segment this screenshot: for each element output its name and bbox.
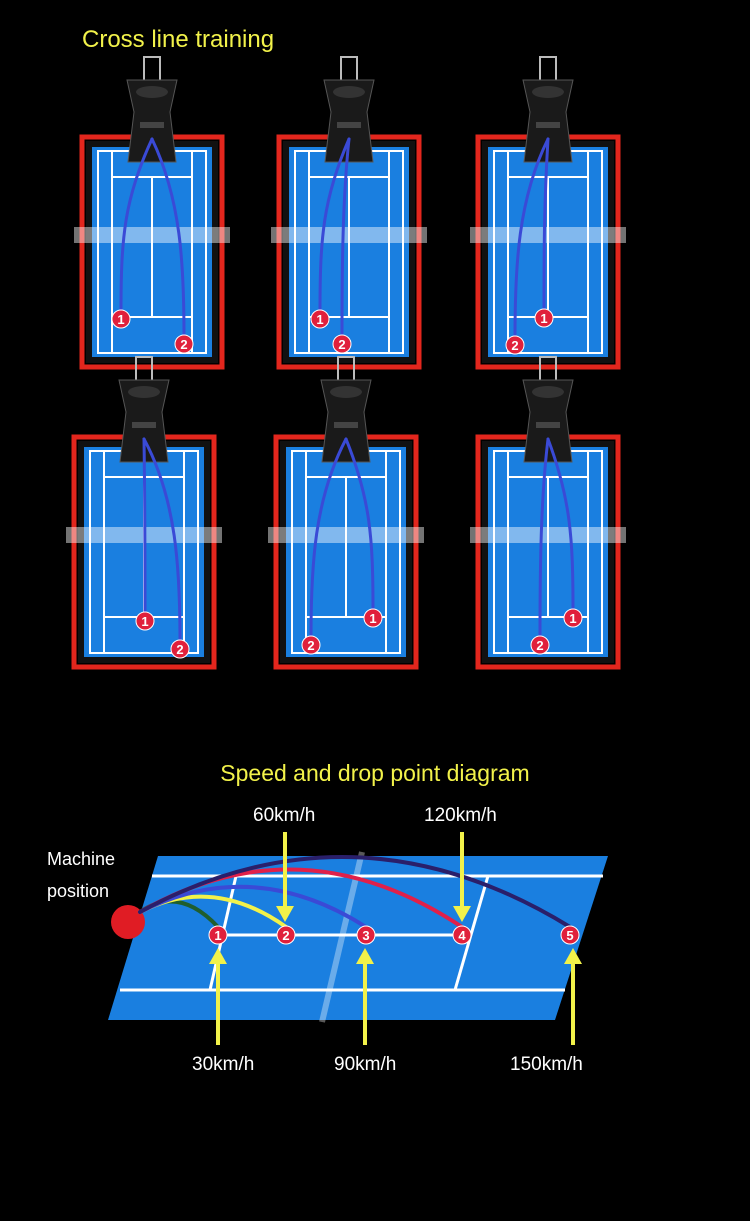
machine-position-marker — [111, 905, 145, 939]
drop-point-marker-1: 1 — [563, 608, 583, 628]
svg-text:2: 2 — [282, 928, 289, 943]
speed-net-band — [319, 851, 365, 1023]
machine-label-line2: position — [47, 881, 110, 901]
speed-label-60: 60km/h — [253, 805, 316, 826]
ball-machine-icon — [118, 356, 170, 463]
trajectory-line — [546, 437, 575, 612]
court-lines — [493, 450, 603, 654]
speed-drop-marker-1: 1 — [208, 925, 228, 945]
trajectory-line — [538, 437, 550, 639]
speed-label-120: 120km/h — [424, 805, 497, 826]
arrow-120 — [453, 832, 471, 922]
trajectory-line — [309, 437, 348, 639]
machine-position-label: Machine position — [47, 843, 115, 907]
svg-text:3: 3 — [362, 928, 369, 943]
drop-point-number: 2 — [338, 337, 345, 352]
drop-point-number: 2 — [511, 338, 518, 353]
trajectory-5 — [138, 855, 572, 929]
svg-text:1: 1 — [214, 928, 221, 943]
drop-point-number: 2 — [180, 337, 187, 352]
drop-point-marker-2: 2 — [530, 635, 550, 655]
net-band — [74, 227, 230, 243]
trajectories — [538, 437, 575, 639]
drop-point-number: 2 — [536, 638, 543, 653]
ball-machine-icon — [522, 56, 574, 163]
arrow-150 — [564, 948, 582, 1045]
drop-point-number: 1 — [316, 312, 323, 327]
drop-point-number: 1 — [117, 312, 124, 327]
trajectory-line — [344, 437, 375, 612]
ball-machine-icon — [522, 356, 574, 463]
speed-label-150: 150km/h — [510, 1054, 583, 1075]
drop-point-marker-1: 1 — [363, 608, 383, 628]
drop-point-number: 1 — [569, 611, 576, 626]
trajectory-line — [340, 137, 351, 338]
trajectories — [513, 137, 550, 339]
drop-point-marker-2: 2 — [170, 639, 190, 659]
drop-point-marker-2: 2 — [174, 334, 194, 354]
trajectory-line — [513, 137, 550, 339]
trajectories — [309, 437, 375, 639]
net-band — [470, 227, 626, 243]
drop-point-marker-2: 2 — [505, 335, 525, 355]
drop-point-marker-2: 2 — [332, 334, 352, 354]
net-band — [268, 527, 424, 543]
court-6: 12 — [470, 356, 626, 670]
court-3: 12 — [470, 56, 626, 370]
trajectory-line — [318, 137, 351, 313]
net-band — [470, 527, 626, 543]
court-4: 12 — [66, 356, 222, 670]
drop-point-marker-2: 2 — [301, 635, 321, 655]
drop-point-marker-1: 1 — [310, 309, 330, 329]
speed-diagram-title: Speed and drop point diagram — [220, 760, 530, 786]
speed-arrows — [209, 832, 582, 1045]
machine-label-line1: Machine — [47, 849, 116, 869]
court-lines — [291, 450, 401, 654]
drop-point-number: 2 — [307, 638, 314, 653]
arrow-60 — [276, 832, 294, 922]
speed-drop-marker-3: 3 — [356, 925, 376, 945]
court-2: 12 — [271, 56, 427, 370]
speed-drop-marker-5: 5 — [560, 925, 580, 945]
speed-label-90: 90km/h — [334, 1054, 397, 1075]
speed-drop-marker-2: 2 — [276, 925, 296, 945]
trajectory-line — [150, 137, 186, 338]
arrow-90 — [356, 948, 374, 1045]
drop-point-marker-1: 1 — [135, 611, 155, 631]
speed-trajectories — [138, 855, 572, 929]
drop-point-marker-1: 1 — [111, 309, 131, 329]
trajectories — [119, 137, 186, 338]
trajectory-line — [142, 437, 182, 643]
trajectories — [318, 137, 351, 338]
cross-line-training-title: Cross line training — [82, 26, 275, 53]
drop-point-marker-1: 1 — [534, 308, 554, 328]
net-band — [271, 227, 427, 243]
speed-drop-marker-4: 4 — [452, 925, 472, 945]
trajectory-line — [542, 137, 550, 312]
arrow-30 — [209, 948, 227, 1045]
trajectory-line — [119, 137, 154, 313]
drop-point-number: 1 — [369, 611, 376, 626]
trajectory-line — [142, 437, 147, 615]
drop-point-number: 2 — [176, 642, 183, 657]
court-1: 12 — [74, 56, 230, 370]
ball-machine-icon — [323, 56, 375, 163]
drop-point-number: 1 — [141, 614, 148, 629]
svg-text:5: 5 — [566, 928, 573, 943]
ball-machine-icon — [126, 56, 178, 163]
drop-point-number: 1 — [540, 311, 547, 326]
speed-label-30: 30km/h — [192, 1054, 255, 1075]
ball-machine-icon — [320, 356, 372, 463]
trajectories — [142, 437, 182, 643]
court-5: 12 — [268, 356, 424, 670]
svg-text:4: 4 — [458, 928, 466, 943]
